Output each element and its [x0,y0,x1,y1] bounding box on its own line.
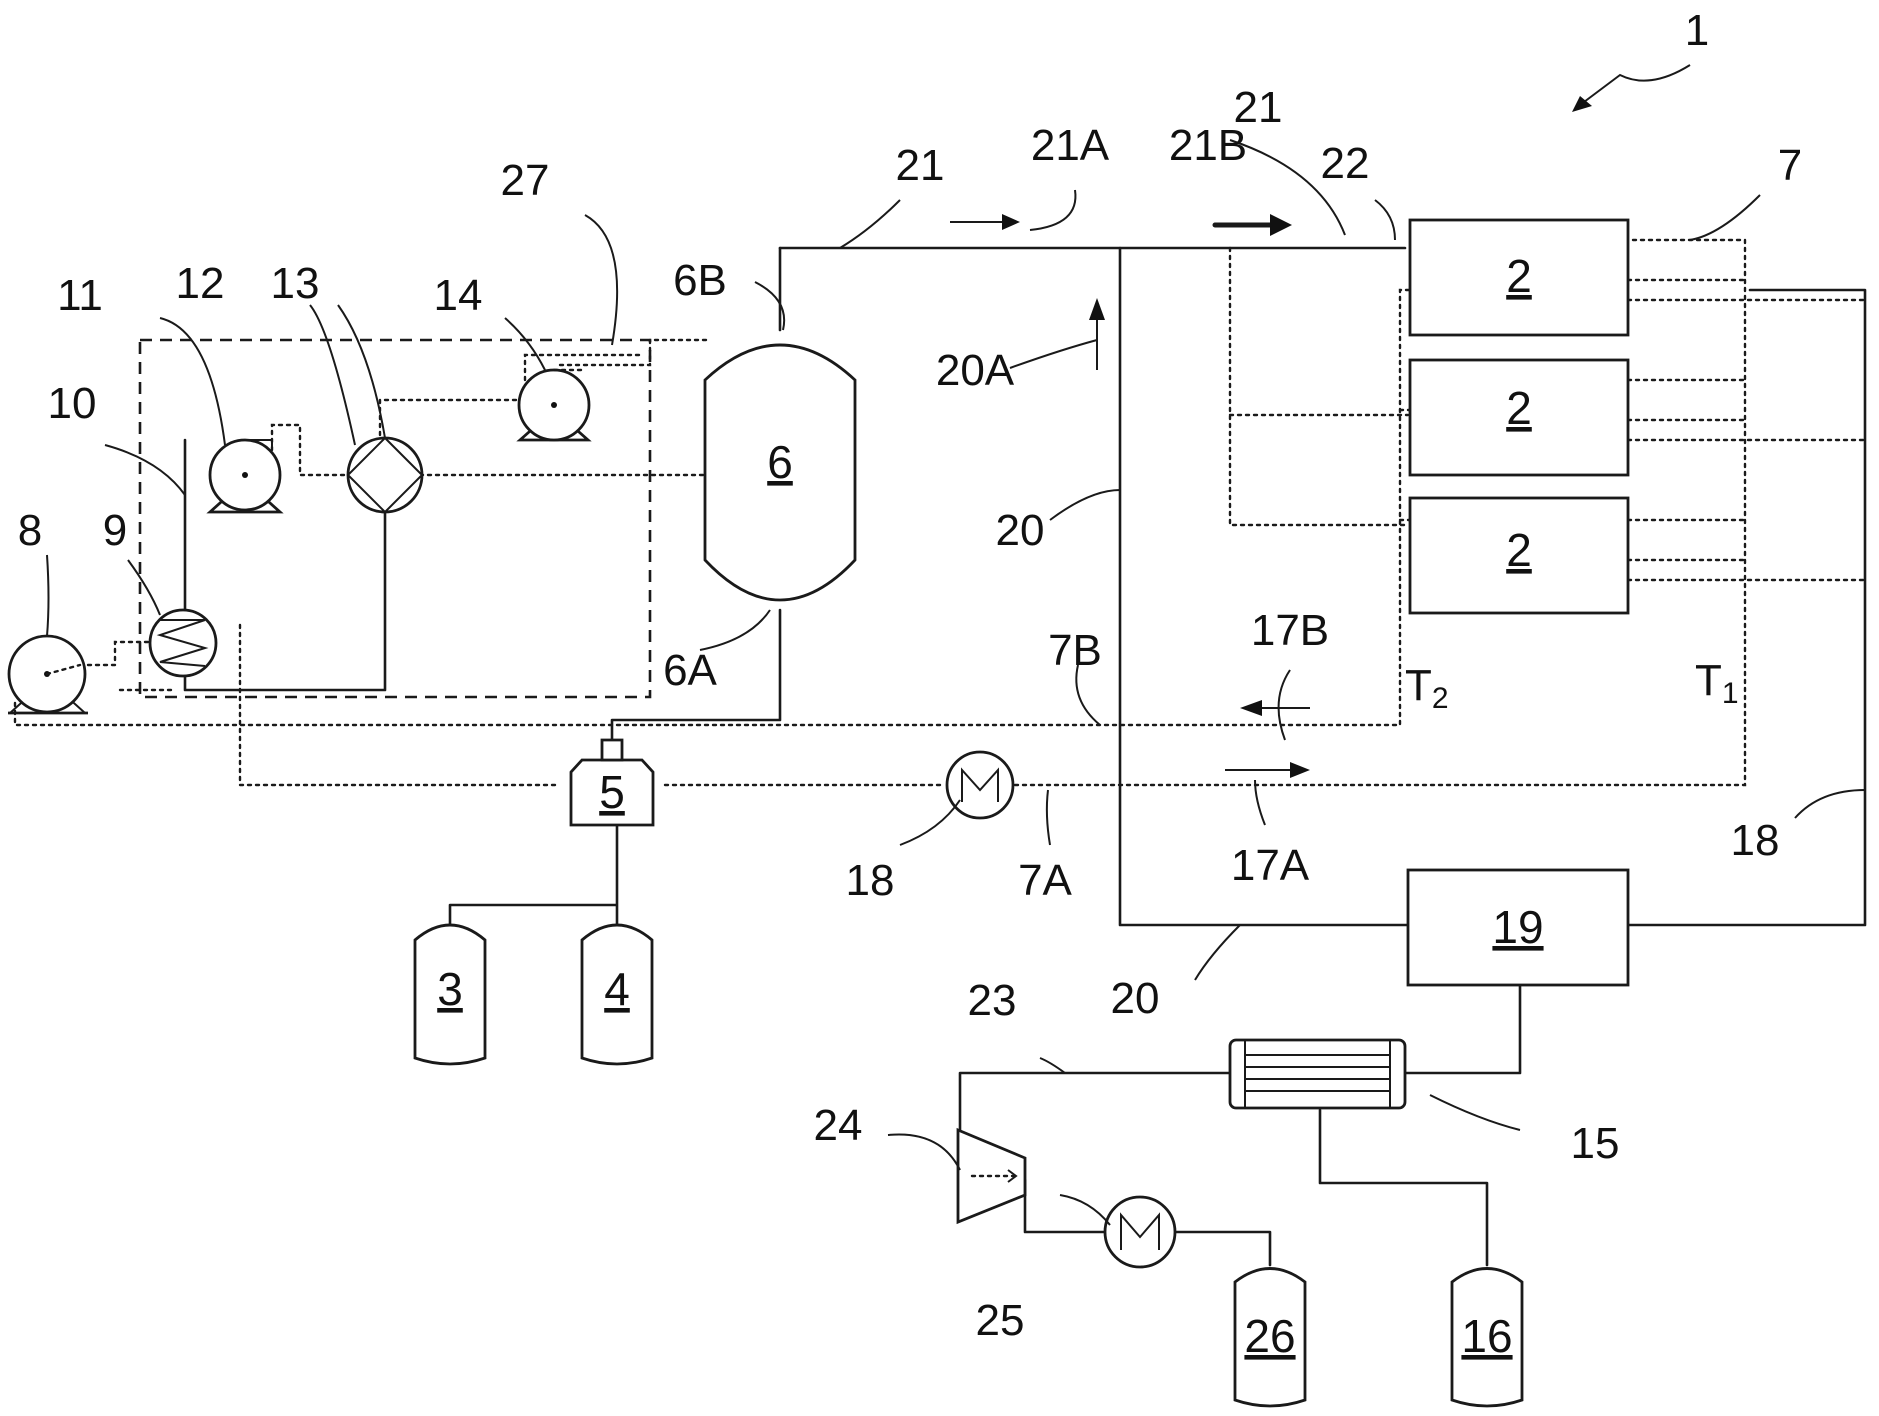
separator-label: 6 [767,436,793,488]
label-8: 8 [18,506,42,555]
arrow-system-1 [1572,65,1690,112]
label-21-right: 21 [1234,83,1283,132]
line-7-outlets [1628,280,1865,580]
label-17A: 17A [1231,841,1310,890]
reactor-middle-label: 2 [1506,382,1532,434]
arrow-21B [1215,214,1292,236]
label-20-mid: 20 [996,506,1045,555]
label-20A: 20A [936,346,1015,395]
label-T1-main: T [1695,656,1722,705]
label-13: 13 [271,259,320,308]
label-15: 15 [1571,1119,1620,1168]
reactor-bottom: 2 [1410,498,1628,613]
label-12: 12 [176,259,225,308]
valve-12-13 [348,438,422,512]
label-14: 14 [434,271,483,320]
label-T1: T1 [1695,656,1739,710]
label-20-bottom: 20 [1111,974,1160,1023]
pump-14 [519,370,589,440]
tank-26-label: 26 [1244,1310,1295,1362]
motor-25 [1105,1197,1175,1267]
label-11: 11 [57,271,103,320]
mixer-5: 5 [571,740,653,825]
motor-18 [947,752,1013,818]
label-21A: 21A [1031,121,1110,170]
tank-3-label: 3 [437,963,463,1015]
reactor-middle: 2 [1410,360,1628,475]
filter-15 [1230,1040,1405,1108]
heat-exchanger-9 [150,610,216,676]
label-7B: 7B [1048,626,1102,675]
label-T2-main: T [1405,661,1432,710]
line-21-branches [1230,248,1408,525]
label-18-right: 18 [1731,816,1780,865]
arrow-17A [1225,762,1310,778]
reactor-top-label: 2 [1506,250,1532,302]
label-17B: 17B [1251,606,1329,655]
reactor-bottom-label: 2 [1506,524,1532,576]
tank-4: 4 [582,925,652,1064]
label-23: 23 [968,976,1017,1025]
label-T2: T2 [1405,661,1449,715]
tank-16-label: 16 [1461,1310,1512,1362]
label-22: 22 [1321,139,1370,188]
tank-4-label: 4 [604,963,630,1015]
separator-6: 6 [705,345,855,600]
tank-26: 26 [1235,1269,1305,1407]
arrow-21A [950,214,1020,230]
mixer-label: 5 [599,766,625,818]
label-9: 9 [103,506,127,555]
unit-19-label: 19 [1492,901,1543,953]
label-T2-sub: 2 [1432,682,1449,715]
turbine-24 [958,1130,1025,1222]
label-6B: 6B [673,256,727,305]
label-7: 7 [1778,141,1802,190]
label-T1-sub: 1 [1722,677,1739,710]
pump-8 [8,636,88,713]
reactor-top: 2 [1410,220,1628,335]
label-7A: 7A [1018,856,1072,905]
filter-lines [960,985,1520,1265]
label-21-left: 21 [896,141,945,190]
tank-3: 3 [415,925,485,1064]
unit-19: 19 [1408,870,1628,985]
label-6A: 6A [663,646,717,695]
label-25: 25 [976,1296,1025,1345]
arrow-20A [1089,298,1105,370]
label-27: 27 [501,156,550,205]
tank-16: 16 [1452,1269,1522,1407]
arrow-17B [1240,700,1310,716]
label-1: 1 [1685,6,1709,55]
pump-11 [210,440,280,512]
label-18-motor: 18 [846,856,895,905]
label-10: 10 [48,379,97,428]
label-24: 24 [814,1101,863,1150]
